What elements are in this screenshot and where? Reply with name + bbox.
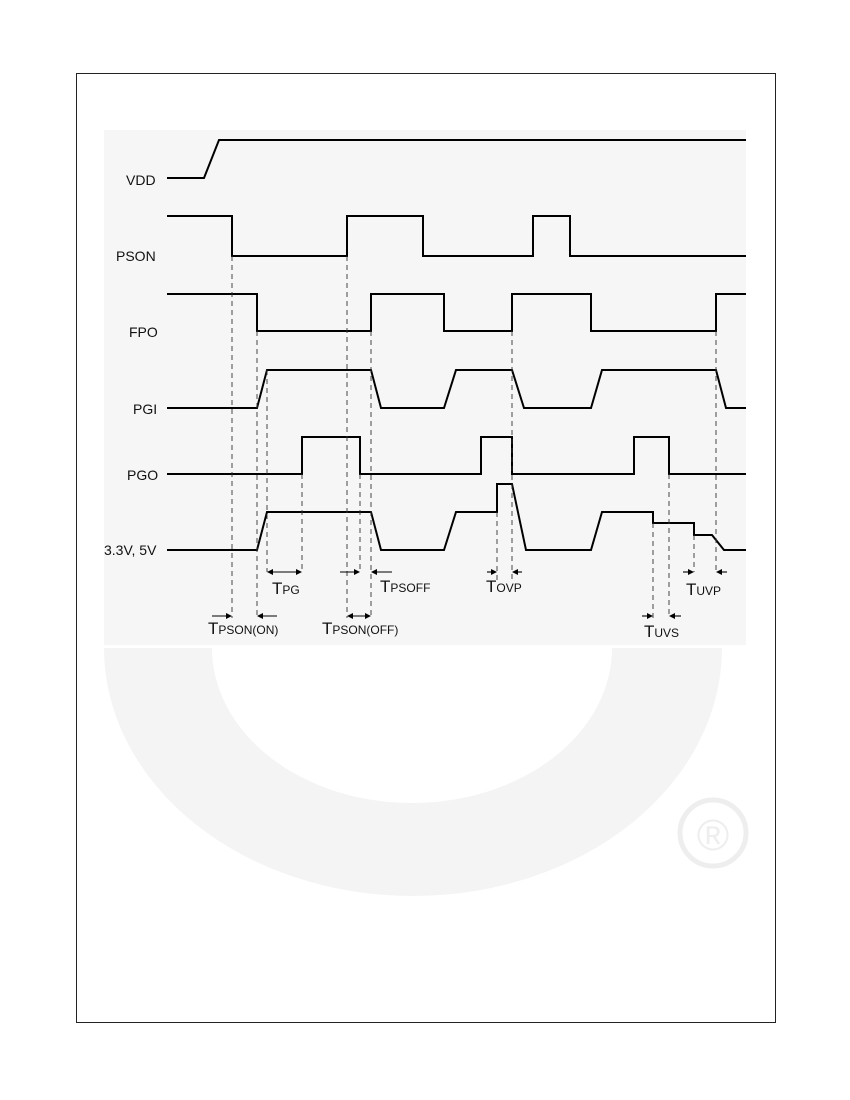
label-fpo: FPO: [129, 324, 158, 340]
vdd-waveform: [167, 139, 746, 179]
page-frame: [76, 73, 776, 1023]
watermark: ®: [104, 130, 749, 896]
label-rails: 3.3V, 5V: [104, 542, 157, 558]
label-tuvs: TUVS: [644, 622, 679, 641]
label-tpsoff: TPSOFF: [380, 577, 430, 596]
pgo-waveform: [167, 436, 746, 475]
label-tpson-on: TPSON(ON): [208, 619, 278, 638]
label-pson: PSON: [116, 248, 156, 264]
fpo-waveform: [167, 293, 746, 332]
reference-lines: [231, 256, 717, 618]
rails-waveform: [167, 483, 746, 551]
label-tpson-off: TPSON(OFF): [322, 619, 398, 638]
timing-arrows: [212, 569, 727, 619]
label-tpg: TPG: [272, 579, 300, 598]
label-pgi: PGI: [133, 401, 157, 417]
label-vdd: VDD: [126, 172, 156, 188]
registered-mark: ®: [697, 811, 729, 860]
label-tuvp: TUVP: [686, 580, 721, 599]
pgi-waveform: [167, 369, 746, 409]
pson-waveform: [167, 215, 746, 257]
label-pgo: PGO: [127, 467, 158, 483]
label-tovp: TOVP: [486, 577, 522, 596]
